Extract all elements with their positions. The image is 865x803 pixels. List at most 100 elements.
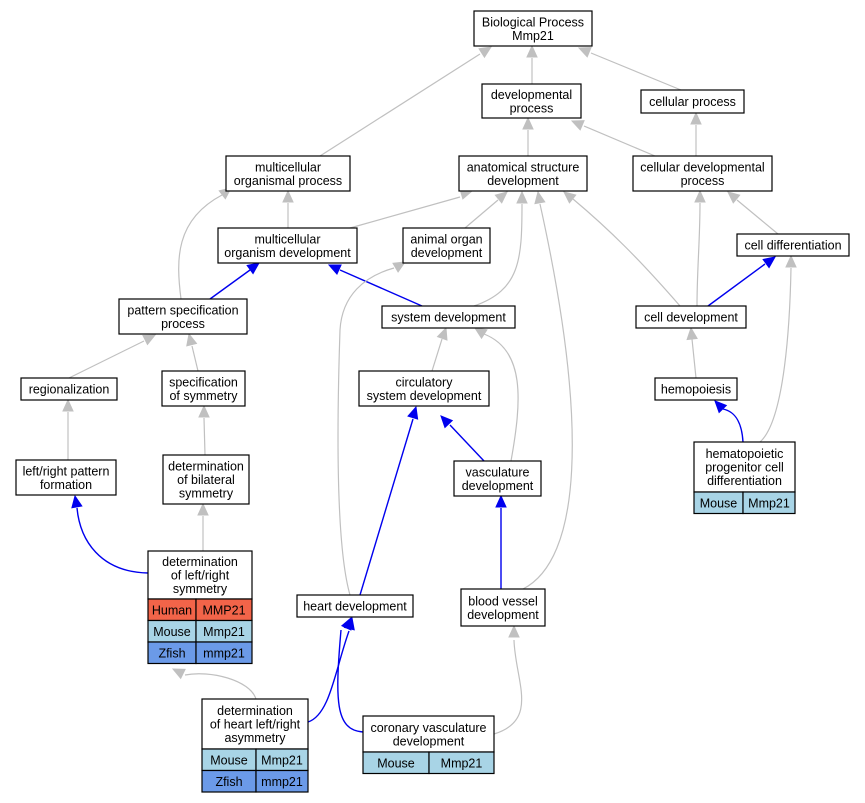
edge-vasc-to-circ bbox=[440, 415, 485, 462]
node-box bbox=[358, 370, 490, 407]
edge-cellproc-to-bp bbox=[577, 47, 682, 91]
node-label-line: specification bbox=[169, 375, 238, 389]
node-label-line: multicellular bbox=[255, 232, 321, 246]
arrowhead-icon bbox=[327, 264, 342, 275]
gene-symbol[interactable]: Mmp21 bbox=[748, 496, 790, 510]
node-label-line: coronary vasculature bbox=[370, 721, 486, 735]
arrowhead-icon bbox=[197, 502, 209, 516]
node-label-line: organismal process bbox=[234, 174, 342, 188]
arrowhead-icon bbox=[340, 616, 352, 631]
edge-line bbox=[464, 199, 499, 229]
species-label: Mouse bbox=[153, 625, 191, 639]
edge-sysdev-to-anatdev bbox=[473, 190, 528, 307]
edge-line bbox=[449, 424, 485, 462]
gene-symbol[interactable]: MMP21 bbox=[202, 603, 245, 617]
edge-celldiff-to-celldevproc bbox=[727, 191, 779, 235]
node-label-line: development bbox=[462, 479, 534, 493]
gene-cell bbox=[195, 641, 253, 665]
gene-symbol[interactable]: Mmp21 bbox=[441, 756, 483, 770]
edge-line bbox=[583, 125, 656, 157]
node-heart[interactable]: heart development bbox=[296, 594, 414, 618]
node-box bbox=[693, 441, 796, 493]
node-sysdev[interactable]: system development bbox=[381, 305, 516, 329]
edge-line bbox=[691, 338, 697, 379]
edge-detlr-to-detbil bbox=[197, 502, 209, 551]
species-label: Mouse bbox=[377, 756, 415, 770]
node-hemo[interactable]: hemopoiesis bbox=[654, 377, 738, 401]
arrowhead-icon bbox=[246, 262, 260, 275]
gene-cell bbox=[428, 751, 495, 775]
arrowhead-icon bbox=[686, 326, 698, 341]
node-label-line: hemopoiesis bbox=[661, 383, 731, 397]
node-box bbox=[147, 550, 253, 600]
species-label: Mouse bbox=[700, 496, 738, 510]
node-label-line: organism development bbox=[224, 246, 351, 260]
edge-line bbox=[191, 345, 199, 372]
edge-heart-to-circ bbox=[359, 405, 419, 596]
node-box bbox=[162, 454, 250, 505]
arrowhead-icon bbox=[516, 190, 528, 204]
node-box bbox=[161, 370, 246, 407]
edge-devproc-to-bp bbox=[526, 44, 538, 84]
gene-symbol[interactable]: mmp21 bbox=[203, 646, 245, 660]
edge-specsym-to-patspec bbox=[186, 332, 199, 372]
arrowhead-icon bbox=[186, 332, 198, 347]
node-box bbox=[632, 155, 773, 192]
gene-symbol[interactable]: Mmp21 bbox=[261, 753, 303, 767]
gene-symbol[interactable]: mmp21 bbox=[261, 775, 303, 789]
arrowhead-icon bbox=[526, 44, 538, 58]
node-box bbox=[362, 715, 495, 753]
node-label-line: cellular developmental bbox=[640, 160, 764, 174]
edge-animorgan-to-anatdev bbox=[464, 191, 508, 229]
node-cellproc[interactable]: cellular process bbox=[640, 89, 745, 114]
edge-cvd-to-heart bbox=[337, 616, 364, 733]
node-label-line: animal organ bbox=[410, 232, 482, 246]
edge-line bbox=[707, 263, 766, 307]
node-celldiff[interactable]: cell differentiation bbox=[736, 233, 850, 257]
node-region[interactable]: regionalization bbox=[20, 377, 118, 401]
edge-line bbox=[696, 202, 701, 307]
arrowhead-icon bbox=[142, 334, 157, 346]
node-label-line: left/right pattern bbox=[23, 464, 110, 478]
edge-line bbox=[493, 639, 523, 735]
edge-celldev-to-anatdev bbox=[563, 191, 681, 307]
node-label-line: of heart left/right bbox=[210, 718, 301, 732]
edge-line bbox=[431, 338, 443, 372]
edge-line bbox=[759, 267, 792, 443]
edge-line bbox=[590, 52, 682, 91]
edge-line bbox=[483, 333, 519, 462]
node-label-line: anatomical structure bbox=[467, 160, 580, 174]
node-box bbox=[481, 83, 582, 119]
node-box bbox=[453, 460, 542, 497]
node-label-line: development bbox=[393, 734, 465, 748]
edge-cvd-to-bvd bbox=[493, 624, 523, 735]
edge-line bbox=[203, 417, 206, 456]
edge-hpcd-to-hemo bbox=[714, 400, 744, 443]
node-box bbox=[381, 305, 516, 329]
node-celldev[interactable]: cell development bbox=[635, 305, 747, 329]
edge-multidev-to-anatdev bbox=[349, 188, 474, 229]
edge-line bbox=[722, 408, 744, 443]
arrowhead-icon bbox=[171, 668, 186, 680]
gene-symbol[interactable]: Mmp21 bbox=[203, 625, 245, 639]
